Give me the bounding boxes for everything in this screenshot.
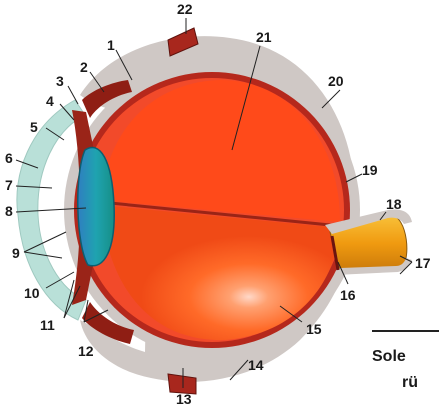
label-13: 13 xyxy=(176,391,192,407)
label-7: 7 xyxy=(5,177,13,193)
caption-line-2: rü xyxy=(402,374,418,392)
label-6: 6 xyxy=(5,150,13,166)
label-20: 20 xyxy=(328,73,344,89)
caption-line-1: Sole xyxy=(372,348,406,366)
label-18: 18 xyxy=(386,196,402,212)
caption-rule xyxy=(372,330,439,332)
label-12: 12 xyxy=(78,343,94,359)
label-9: 9 xyxy=(12,245,20,261)
label-8: 8 xyxy=(5,203,13,219)
label-4: 4 xyxy=(46,93,54,109)
label-15: 15 xyxy=(306,321,322,337)
label-22: 22 xyxy=(177,1,193,17)
label-1: 1 xyxy=(107,37,115,53)
label-2: 2 xyxy=(80,59,88,75)
label-16: 16 xyxy=(340,287,356,303)
label-21: 21 xyxy=(256,29,272,45)
label-3: 3 xyxy=(56,73,64,89)
label-10: 10 xyxy=(24,285,40,301)
label-14: 14 xyxy=(248,357,264,373)
label-5: 5 xyxy=(30,119,38,135)
label-17: 17 xyxy=(415,255,431,271)
label-19: 19 xyxy=(362,162,378,178)
label-11: 11 xyxy=(40,317,55,333)
